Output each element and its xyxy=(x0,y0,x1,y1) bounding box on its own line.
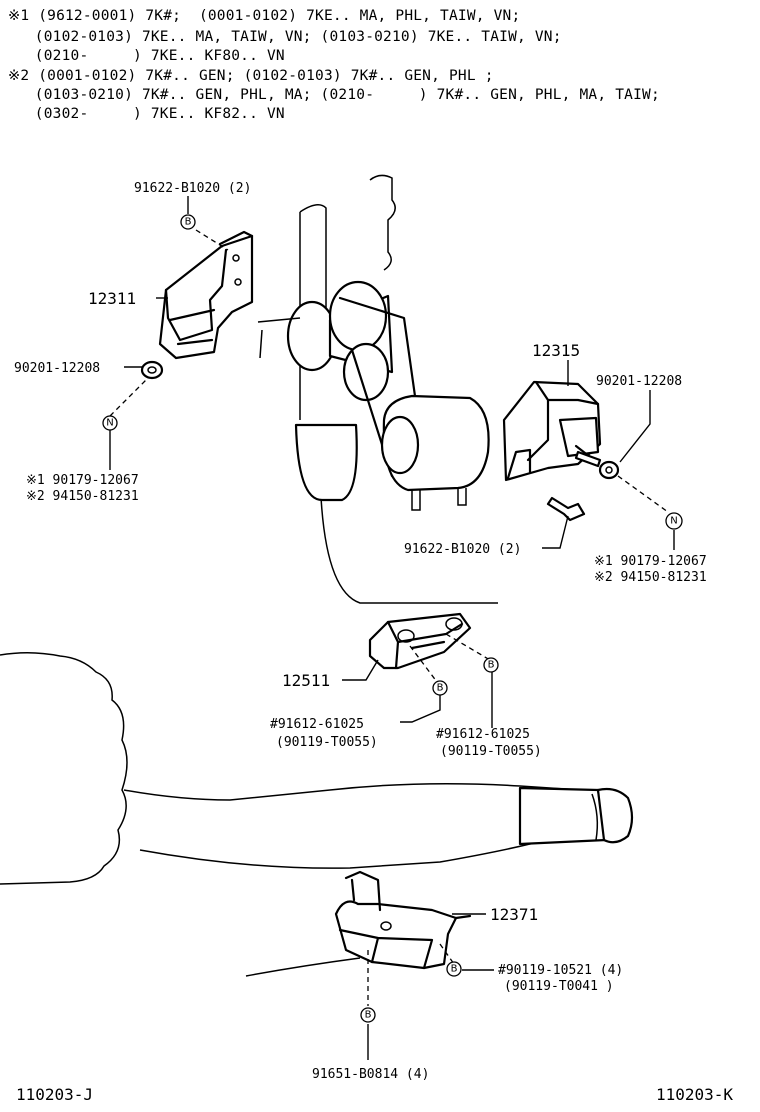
nut-marker-left: N xyxy=(102,415,118,431)
part-labels: 91622-B1020 (2) 12311 90201-12208 ※1 901… xyxy=(14,181,733,1104)
hardware-items xyxy=(140,360,620,522)
label-bolt-left-b: (90119-T0055) xyxy=(276,735,378,750)
bolt-marker-center-left: B xyxy=(432,680,448,696)
label-12315: 12315 xyxy=(532,341,580,360)
part-12315-mount xyxy=(502,380,602,482)
label-12511: 12511 xyxy=(282,671,330,690)
leader-lines xyxy=(109,196,675,1060)
header-line-5: (0103-0210) 7K#.. GEN, PHL, MA; (0210- )… xyxy=(8,87,660,103)
bolt-marker-center-right: B xyxy=(483,657,499,673)
label-bolt-right-b: (90119-T0055) xyxy=(440,744,542,759)
label-ref2-left: ※2 94150-81231 xyxy=(26,489,139,504)
bolt-marker-rear-right: B xyxy=(446,961,462,977)
svg-text:N: N xyxy=(106,418,113,429)
label-90201-left: 90201-12208 xyxy=(14,361,100,376)
part-12371-mount xyxy=(334,870,472,970)
svg-text:B: B xyxy=(451,964,458,975)
header-line-6: (0302- ) 7KE.. KF82.. VN xyxy=(8,106,285,122)
label-12371: 12371 xyxy=(490,905,538,924)
part-12311-bracket xyxy=(158,230,254,360)
nut-marker-right: N xyxy=(665,512,683,530)
label-91651-b0814: 91651-B0814 (4) xyxy=(312,1067,429,1082)
label-12311: 12311 xyxy=(88,289,136,308)
header-line-3: (0210- ) 7KE.. KF80.. VN xyxy=(8,48,285,64)
label-90201-right: 90201-12208 xyxy=(596,374,682,389)
header-line-2: (0102-0103) 7KE.. MA, TAIW, VN; (0103-02… xyxy=(8,29,562,45)
diagram-code-right: 110203-K xyxy=(656,1085,733,1104)
svg-text:B: B xyxy=(488,660,495,671)
header-line-4: ※2 (0001-0102) 7K#.. GEN; (0102-0103) 7K… xyxy=(8,68,494,84)
fan-blade-left xyxy=(286,300,338,372)
label-91622-b1020-right: 91622-B1020 (2) xyxy=(404,542,521,557)
label-bolt-right-a: #91612-61025 xyxy=(436,727,530,742)
bolt-right-lower xyxy=(546,496,586,522)
label-ref2-right: ※2 94150-81231 xyxy=(594,570,707,585)
label-ref1-left: ※1 90179-12067 xyxy=(26,473,139,488)
fan-blade-lower xyxy=(294,423,358,502)
bolt-marker-rear-bottom: B xyxy=(360,1007,376,1023)
washer-left xyxy=(140,360,164,380)
engine-outline xyxy=(257,174,498,604)
label-90119-10521: #90119-10521 (4) xyxy=(498,963,623,978)
fan-pulley xyxy=(328,280,388,352)
diagram-code-left: 110203-J xyxy=(16,1085,93,1104)
bolt-marker-top: B xyxy=(180,214,196,230)
svg-text:B: B xyxy=(185,217,192,228)
alternator-pulley xyxy=(380,415,420,475)
label-ref1-right: ※1 90179-12067 xyxy=(594,554,707,569)
label-91622-b1020-top: 91622-B1020 (2) xyxy=(134,181,251,196)
header-line-1: ※1 (9612-0001) 7K#; (0001-0102) 7KE.. MA… xyxy=(8,8,521,24)
part-12511-bracket xyxy=(368,612,472,670)
transmission-outline xyxy=(0,652,581,977)
rear-tube xyxy=(518,786,634,846)
svg-text:N: N xyxy=(670,516,677,527)
washer-right xyxy=(598,460,620,480)
bolt-right-upper xyxy=(574,450,602,468)
label-90119-t0041: (90119-T0041 ) xyxy=(504,979,614,994)
svg-text:B: B xyxy=(365,1010,372,1021)
markers: B N N B B B B xyxy=(102,214,683,1023)
svg-text:B: B xyxy=(437,683,444,694)
label-bolt-left-a: #91612-61025 xyxy=(270,717,364,732)
